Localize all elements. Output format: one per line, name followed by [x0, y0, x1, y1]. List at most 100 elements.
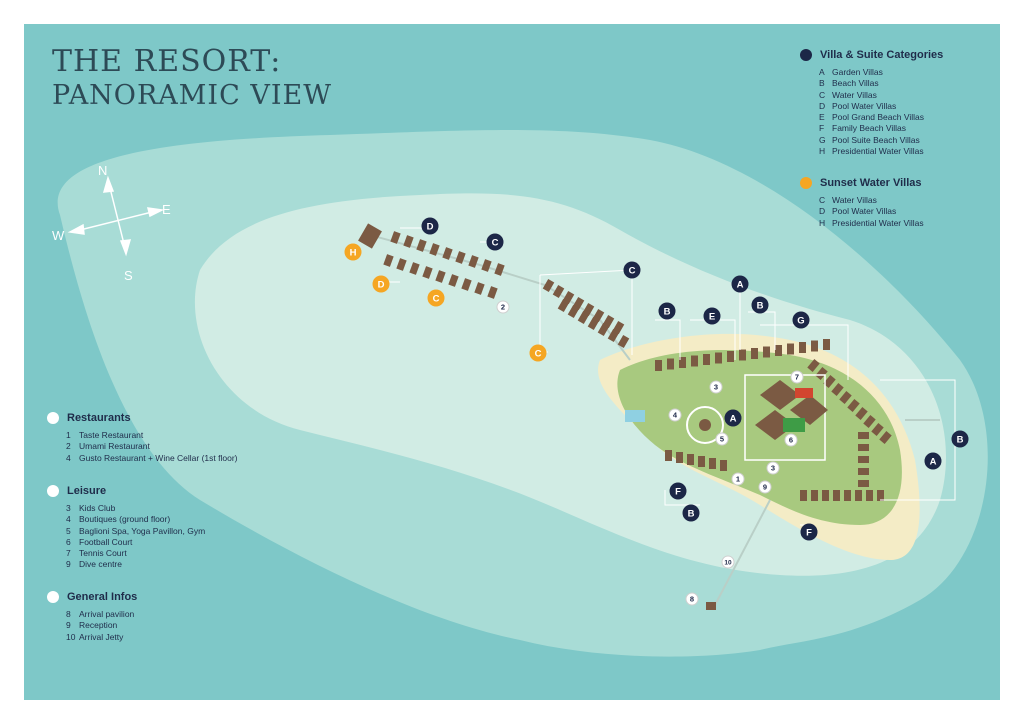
map-marker: B [658, 302, 676, 320]
legend-item: G Pool Suite Beach Villas [819, 135, 943, 146]
legend-key: 1 [66, 430, 71, 440]
marker-circle [766, 461, 780, 475]
villa [823, 375, 836, 388]
legend-label: Arrival pavilion [79, 609, 135, 619]
map-marker: 3 [709, 380, 723, 394]
map-marker: B [751, 296, 769, 314]
marker-label: C [433, 293, 440, 304]
marker-label: 8 [690, 595, 694, 604]
villa [815, 367, 828, 380]
villa [858, 456, 869, 463]
villa [706, 602, 716, 610]
villa [577, 310, 590, 325]
marker-label: 3 [714, 383, 718, 392]
villa [552, 284, 565, 299]
white-dot-icon [47, 412, 59, 424]
compass [67, 175, 165, 257]
map-marker: B [682, 504, 700, 522]
marker-circle [682, 504, 700, 522]
marker-label: B [664, 306, 671, 317]
map-marker: A [924, 452, 942, 470]
legend-heading-text: Restaurants [67, 412, 131, 424]
villa [409, 262, 420, 275]
map-marker: E [703, 307, 721, 325]
legend-key: C [819, 89, 826, 100]
marker-label: 3 [771, 464, 775, 473]
legend-label: Garden Villas [832, 67, 883, 77]
map-marker: 7 [790, 370, 804, 384]
legend-key: 2 [66, 441, 71, 452]
legend-key: 8 [66, 609, 71, 619]
marker-label: B [957, 434, 964, 445]
villa [494, 263, 505, 276]
marker-circle [658, 302, 676, 320]
legend-key: C [819, 195, 826, 205]
marker-label: H [350, 247, 357, 258]
legend-heading-text: Villa & Suite Categories [820, 49, 944, 61]
villa [691, 355, 698, 367]
villa-group [358, 223, 892, 610]
map-marker: 6 [784, 433, 798, 447]
map-marker: C [486, 233, 504, 251]
compass-north: N [98, 163, 108, 178]
legend-heading: General Infos [47, 591, 137, 603]
marker-circle [784, 433, 798, 447]
map-marker: C [623, 261, 641, 279]
villa [396, 258, 407, 271]
marker-label: D [378, 279, 385, 290]
legend-label: Pool Suite Beach Villas [832, 134, 920, 145]
map-marker: A [731, 275, 749, 293]
page-subtitle: PANORAMIC VIEW [52, 80, 332, 111]
legend-item: 8 Arrival pavilion [66, 609, 137, 620]
villa [435, 270, 446, 283]
villa [858, 444, 869, 451]
villa [481, 259, 492, 272]
map-marker: G [792, 311, 810, 329]
marker-circle [800, 523, 818, 541]
legend-key: H [819, 217, 826, 228]
central-buildings [625, 374, 828, 461]
marker-circle [529, 344, 547, 362]
villa [833, 490, 840, 501]
marker-circle [731, 472, 745, 486]
marker-circle [758, 480, 772, 494]
villa [855, 490, 862, 501]
legend-key: 6 [66, 536, 71, 547]
villa [667, 358, 674, 370]
gold-dot-icon [800, 177, 812, 189]
map-marker: 8 [685, 592, 699, 606]
legend-key: 9 [66, 559, 71, 570]
map-marker: 10 [721, 555, 735, 569]
villa [542, 278, 555, 293]
villa [855, 407, 868, 420]
marker-label: A [930, 456, 937, 467]
marker-circle [731, 275, 749, 293]
villa [822, 490, 829, 501]
marker-label: C [629, 265, 636, 276]
map-marker: D [421, 217, 439, 235]
legend-key: G [819, 134, 826, 145]
villa [567, 304, 580, 319]
legend-key: 7 [66, 548, 71, 559]
marker-circle [496, 300, 510, 314]
marker-circle [685, 592, 699, 606]
marker-circle [751, 296, 769, 314]
legend-heading: Villa & Suite Categories [800, 49, 943, 61]
legend-key: 4 [66, 514, 71, 525]
villa [442, 247, 453, 260]
legend-label: Baglioni Spa, Yoga Pavillon, Gym [79, 525, 206, 536]
marker-label: B [757, 300, 764, 311]
marker-label: 1 [736, 475, 740, 484]
map-marker: 5 [715, 432, 729, 446]
legend-key: D [819, 100, 826, 111]
